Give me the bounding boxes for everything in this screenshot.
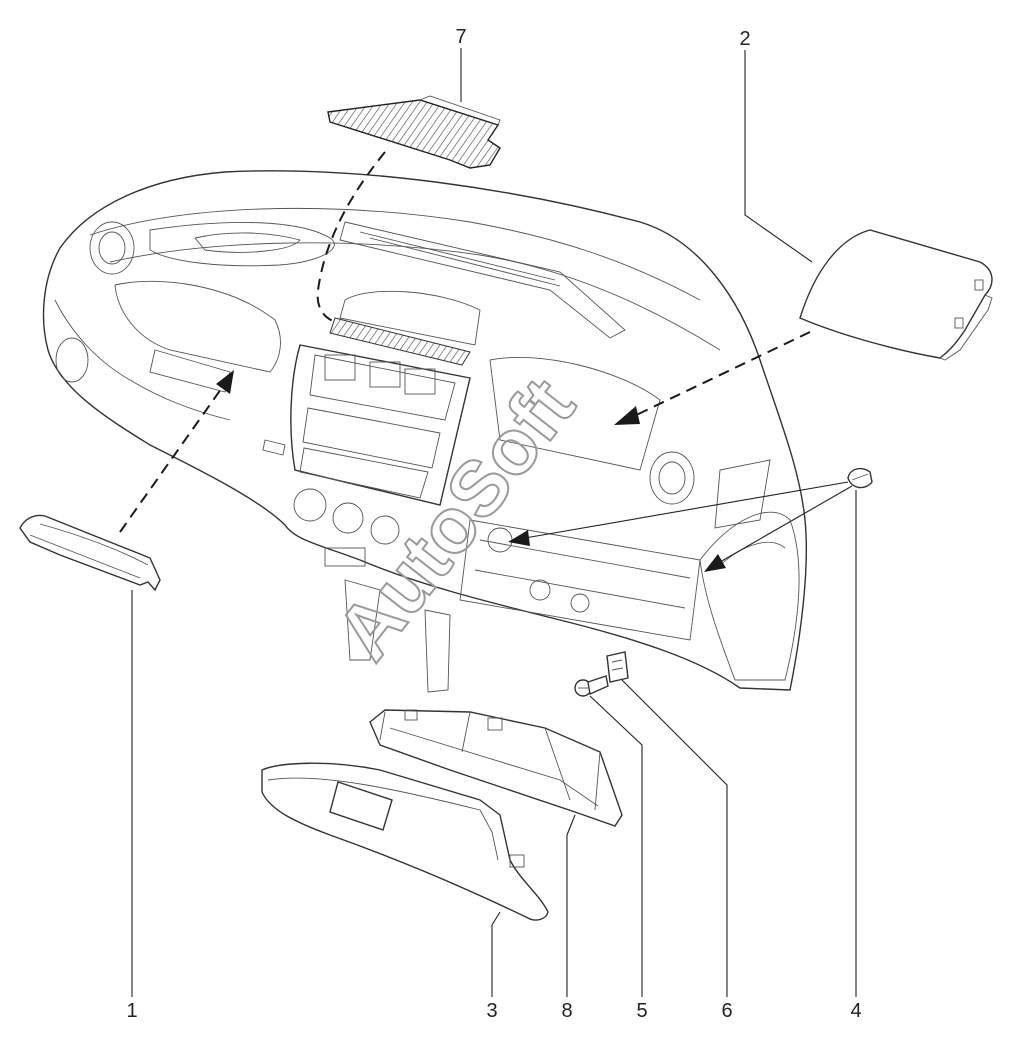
callout-3: 3 xyxy=(486,1000,497,1022)
callout-1: 1 xyxy=(126,1000,137,1022)
part-8-glovebox-housing xyxy=(369,709,623,827)
callout-6: 6 xyxy=(721,1000,732,1022)
part-5-screw xyxy=(574,675,609,697)
part-7-top-trim xyxy=(327,95,501,169)
callout-7: 7 xyxy=(455,26,466,48)
leader-lines xyxy=(131,48,857,997)
callout-2: 2 xyxy=(739,28,750,50)
part-2-airbag-cover xyxy=(799,229,993,361)
part-4-clip xyxy=(847,467,873,489)
part-1-left-trim xyxy=(19,514,161,592)
assembly-arrows xyxy=(119,151,811,533)
dashboard-panel xyxy=(42,170,807,693)
clip-arrows xyxy=(508,481,853,572)
callout-4: 4 xyxy=(850,1000,861,1022)
part-6-clip-nut xyxy=(606,651,629,683)
callout-5: 5 xyxy=(636,1000,647,1022)
callout-8: 8 xyxy=(561,1000,572,1022)
part-3-glovebox-lid xyxy=(261,762,549,921)
callout-labels: 7 2 1 3 8 5 6 4 xyxy=(126,26,861,1022)
